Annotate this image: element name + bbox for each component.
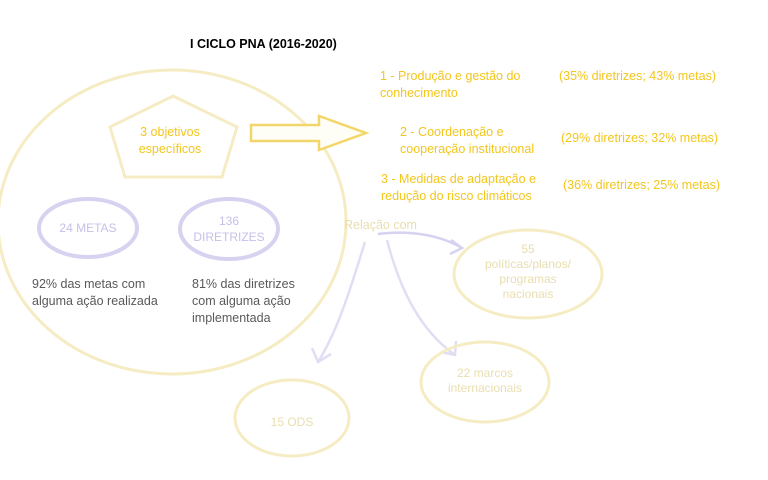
objectives-pentagon [108, 94, 239, 179]
arrow-to-marcos [385, 239, 456, 357]
arrow-to-ods [316, 241, 367, 363]
metas-stat: 92% das metas com alguma ação realizada [32, 277, 158, 308]
main-cycle-circle [0, 68, 348, 376]
objective-3-share: (36% diretrizes; 25% metas) [563, 178, 721, 192]
objectives-arrow [249, 114, 370, 152]
objective-1-share: (35% diretrizes; 43% metas) [559, 69, 717, 83]
objective-2-label: 2 - Coordenação e cooperação institucion… [400, 125, 535, 156]
ods-label: 15 ODS [270, 415, 314, 429]
objectives-label: 3 objetivos específicos [138, 125, 202, 156]
objective-1-label: 1 - Produção e gestão do conhecimento [380, 69, 521, 100]
metas-label: 24 METAS [59, 221, 117, 235]
arrow-to-politicas-head [449, 238, 465, 256]
diretrizes-stat: 81% das diretrizes com alguma ação imple… [192, 277, 295, 325]
marcos-circle [419, 340, 551, 424]
diretrizes-label: 136 DIRETRIZES [193, 214, 265, 244]
objective-3-label: 3 - Medidas de adaptação e redução do ri… [381, 172, 536, 203]
arrow-to-ods-head [310, 347, 332, 364]
relacao-label: Relação com [344, 218, 417, 232]
arrow-to-politicas [377, 231, 463, 250]
politicas-circle [452, 228, 604, 320]
marcos-label: 22 marcos internacionais [447, 366, 523, 395]
objective-2-share: (29% diretrizes; 32% metas) [561, 131, 719, 145]
diretrizes-oval [178, 197, 280, 261]
diagram-title: I CICLO PNA (2016-2020) [190, 37, 337, 51]
ods-circle [233, 378, 351, 458]
metas-oval [37, 197, 139, 259]
politicas-label: 55 políticas/planos/ programas nacionais [484, 242, 572, 301]
